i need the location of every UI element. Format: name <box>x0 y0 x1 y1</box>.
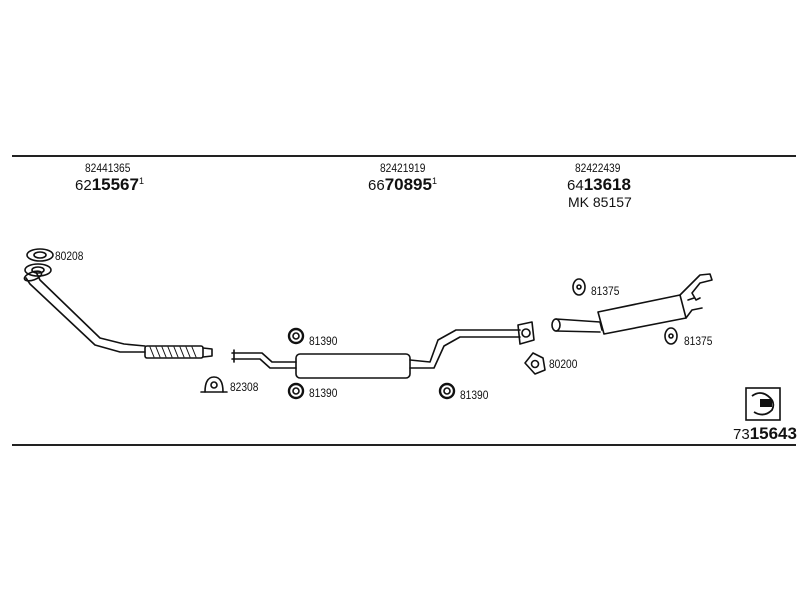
ring-bottom-right-icon[interactable] <box>438 382 456 400</box>
section-2-part-main: 70895 <box>384 175 432 194</box>
section-1-oe-number: 82441365 <box>85 161 131 175</box>
callout-ring-bottom-mid: 81390 <box>309 386 338 400</box>
center-silencer[interactable] <box>295 329 521 379</box>
front-pipe[interactable] <box>23 269 213 359</box>
callout-gasket-front: 80208 <box>55 249 84 263</box>
bottom-rule <box>12 444 796 446</box>
section-3-oe-number: 82422439 <box>575 161 621 175</box>
section-3-part-number[interactable]: 6413618 <box>567 175 631 195</box>
section-2-part-suffix: 1 <box>431 176 437 186</box>
footer-prefix: 73 <box>733 426 750 443</box>
callout-clamp: 82308 <box>230 380 259 394</box>
ring-top-mid-icon[interactable] <box>287 327 305 345</box>
clamp-icon[interactable] <box>200 376 228 393</box>
callout-hanger-bottom-rear: 81375 <box>684 334 713 348</box>
intermediate-pipe[interactable] <box>231 349 297 369</box>
flange-mid-icon[interactable] <box>517 321 535 345</box>
ring-bottom-mid-icon[interactable] <box>287 382 305 400</box>
footer-part-number[interactable]: 7315643 <box>733 424 797 444</box>
gasket-front-2-icon[interactable] <box>24 263 52 277</box>
callout-gasket-mid: 80200 <box>549 357 578 371</box>
top-rule <box>12 155 796 157</box>
section-3-kit-number: MK 85157 <box>568 194 632 210</box>
section-1-part-main: 15567 <box>91 175 139 194</box>
section-2-oe-number: 82421919 <box>380 161 426 175</box>
section-1-part-suffix: 1 <box>138 176 144 186</box>
section-2-part-number[interactable]: 66708951 <box>368 175 437 195</box>
gasket-front-icon[interactable] <box>26 248 54 262</box>
section-2-part-prefix: 66 <box>368 177 385 194</box>
footer-main: 15643 <box>749 424 797 443</box>
section-3-part-main: 13618 <box>583 175 631 194</box>
hanger-bottom-rear-icon[interactable] <box>664 327 678 345</box>
callout-hanger-top-rear: 81375 <box>591 284 620 298</box>
brand-logo-icon <box>745 387 781 421</box>
gasket-mid-icon[interactable] <box>524 352 546 375</box>
callout-ring-top-mid: 81390 <box>309 334 338 348</box>
rear-silencer[interactable] <box>551 273 713 335</box>
hanger-top-rear-icon[interactable] <box>572 278 586 296</box>
section-1-part-prefix: 62 <box>75 177 92 194</box>
callout-ring-bottom-right: 81390 <box>460 388 489 402</box>
section-1-part-number[interactable]: 62155671 <box>75 175 144 195</box>
section-3-part-prefix: 64 <box>567 177 584 194</box>
